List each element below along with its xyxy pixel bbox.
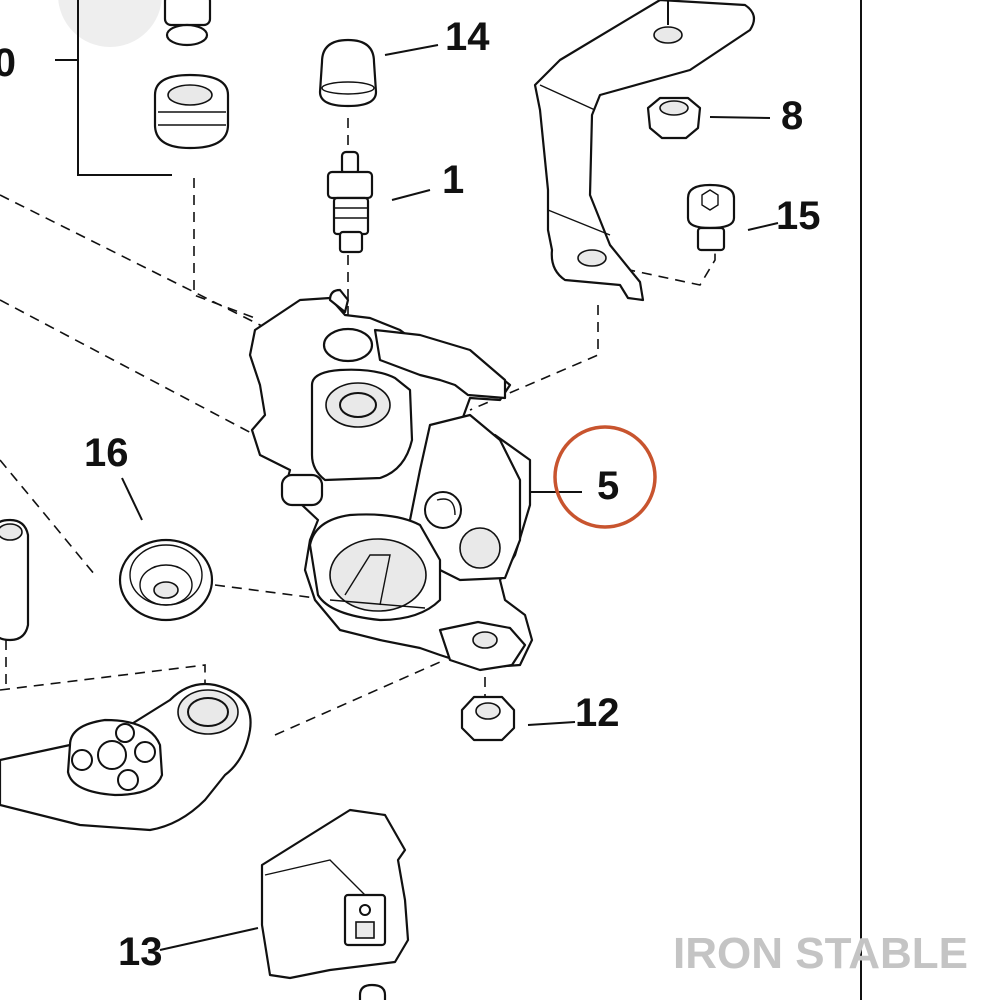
- part-8-flange-nut: [646, 96, 771, 140]
- watermark-text: IRON STABLE: [673, 929, 968, 978]
- callout-14: 14: [445, 15, 490, 59]
- part-bracket: [533, 0, 756, 302]
- part-10-grommets: [55, 0, 230, 176]
- part-12-nut: [460, 695, 576, 742]
- left-grommet: [0, 518, 30, 642]
- callout-12: 12: [575, 691, 620, 735]
- callout-10: 10: [0, 41, 16, 85]
- part-16-seal: [118, 477, 214, 622]
- callout-13: 13: [118, 930, 163, 974]
- part-13-sensor: [159, 808, 410, 1000]
- part-5-caliper-body: [248, 288, 582, 672]
- assembly-dashed-lines: [0, 178, 716, 736]
- part-15-socket-bolt: [686, 183, 779, 252]
- part-1-bleed-valve: [326, 118, 431, 254]
- callout-15: 15: [776, 194, 821, 238]
- lever-arm: [0, 682, 252, 832]
- part-14-cap: [318, 38, 439, 108]
- callout-1: 1: [442, 158, 464, 202]
- callout-16: 16: [84, 431, 129, 475]
- callout-8: 8: [781, 94, 803, 138]
- callout-5-highlight-circle: [553, 425, 657, 529]
- callout-5: 5: [597, 464, 619, 508]
